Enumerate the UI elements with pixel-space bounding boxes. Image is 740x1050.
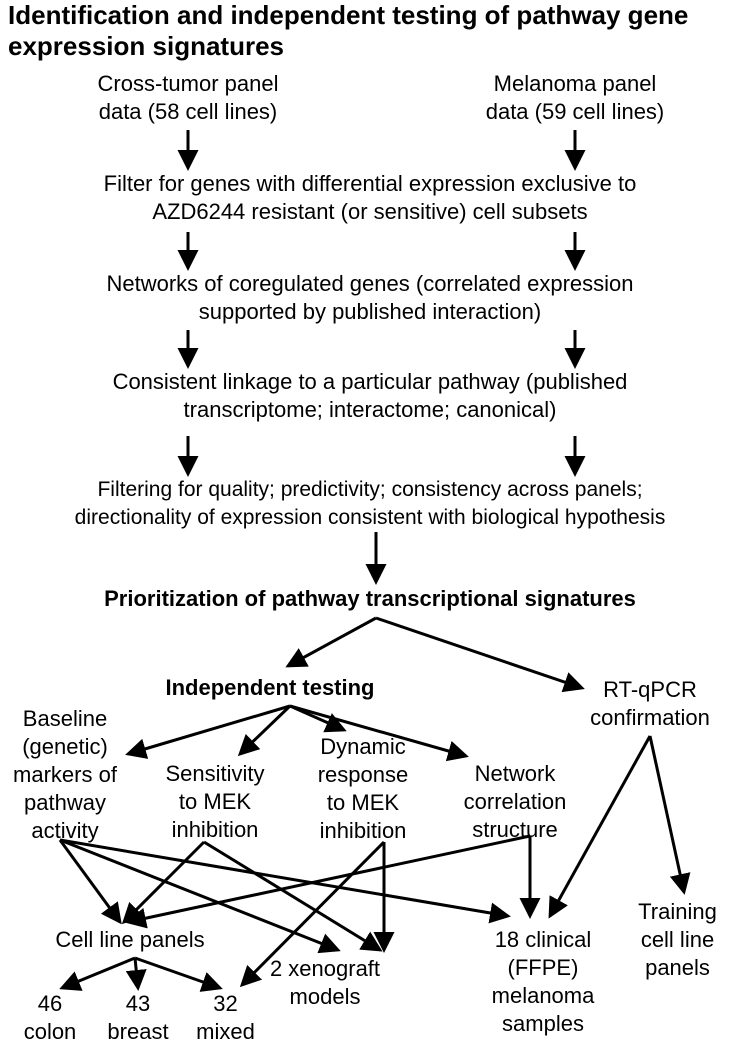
arrow-independent-to-baseline: [125, 704, 291, 759]
node-linkage: Consistent linkage to a particular pathw…: [112, 369, 628, 422]
arrow-baseline-to-xenograft: [59, 838, 341, 954]
node-filter-differential: Filter for genes with differential expre…: [103, 171, 637, 224]
arrow-network-to-cellpanels: [125, 834, 531, 929]
node-networks: Networks of coregulated genes (correlate…: [106, 271, 634, 324]
node-prioritization: Prioritization of pathway transcriptiona…: [104, 586, 636, 611]
node-filter-quality: Filtering for quality; predictivity; con…: [74, 478, 666, 529]
arrow-rtqpcr-to-training: [648, 735, 691, 895]
node-independent-testing: Independent testing: [165, 675, 375, 700]
arrow-rtqpcr-to-clinical: [548, 735, 652, 919]
arrow-prioritization-to-independent: [285, 616, 377, 668]
arrow-independent-to-sensitivity: [237, 704, 292, 757]
arrow-cellpanels-to-breast: [125, 957, 147, 991]
arrow-cellpanels-to-mixed: [134, 956, 223, 992]
arrow-baseline-to-cellpanels: [58, 839, 122, 925]
node-cell-line-panels: Cell line panels: [55, 927, 205, 952]
arrow-baseline-to-clinical: [59, 838, 511, 924]
arrow-dynamic-to-mixed: [239, 840, 386, 988]
arrow-sensitivity-to-xenograft: [203, 840, 383, 952]
arrow-independent-to-network: [289, 704, 469, 762]
diagram-title: Identification and independent testing o…: [8, 0, 689, 61]
arrow-prioritization-to-rtqpcr: [375, 616, 585, 693]
arrow-cellpanels-to-colon: [59, 956, 136, 991]
